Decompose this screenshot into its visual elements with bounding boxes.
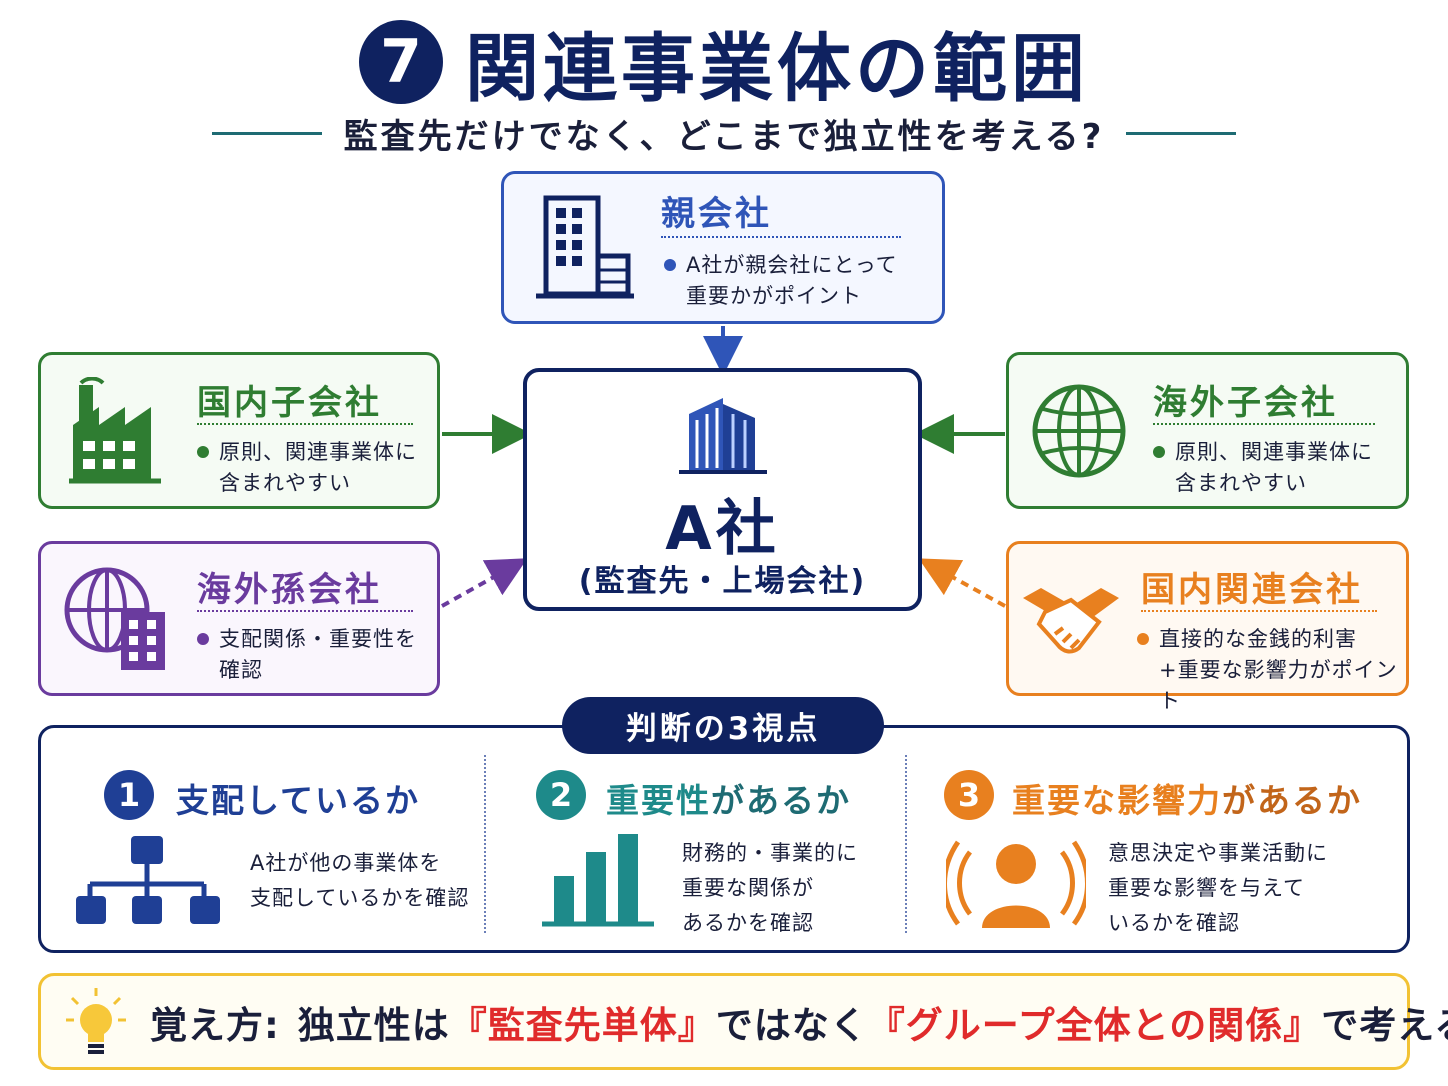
perspective-3-heading: 重要な影響力があるか — [1012, 781, 1362, 820]
subtitle-row: 監査先だけでなく、どこまで独立性を考える? — [0, 110, 1448, 157]
handshake-icon — [1023, 588, 1119, 654]
parent-company-box: 親会社 A社が親会社にとって 重要かがポイント — [501, 171, 945, 324]
perspective-3-description: 意思決定や事業活動に 重要な影響を与えて いるかを確認 — [1108, 841, 1328, 935]
office-building-icon — [536, 195, 634, 299]
perspective-1-description: A社が他の事業体を 支配しているかを確認 — [250, 851, 470, 910]
bullet-dot — [664, 259, 676, 271]
company-a-name: A社 — [665, 494, 780, 564]
perspective-2-number: 2 — [536, 770, 586, 820]
bullet-dot — [197, 446, 209, 458]
company-a-box: A社 (監査先・上場会社) — [523, 368, 922, 611]
domestic-subsidiary-divider — [197, 423, 413, 425]
arrow-domestic-assoc-to-center — [918, 558, 1006, 608]
overseas-grandchild-box: 海外孫会社 支配関係・重要性を 確認 — [38, 541, 440, 696]
overseas-subsidiary-box: 海外子会社 原則、関連事業体に 含まれやすい — [1006, 352, 1409, 509]
person-influence-icon — [946, 840, 1086, 928]
factory-icon — [69, 377, 161, 484]
perspective-1-heading: 支配しているか — [176, 781, 421, 820]
overseas-subsidiary-divider — [1153, 423, 1375, 425]
bullet-dot — [197, 633, 209, 645]
memory-tip-box — [38, 973, 1410, 1070]
domestic-subsidiary-description: 原則、関連事業体に 含まれやすい — [197, 437, 417, 499]
domestic-associate-description: 直接的な金銭的利害 +重要な影響力がポイント — [1137, 624, 1406, 717]
page-title: 7 関連事業体の範囲 — [0, 14, 1448, 112]
subtitle-right-line — [1126, 131, 1237, 135]
perspective-divider — [905, 755, 907, 933]
subtitle-left-line — [211, 131, 322, 135]
lightbulb-icon — [66, 988, 126, 1054]
bullet-dot — [1153, 446, 1165, 458]
bar-chart-icon — [542, 834, 654, 927]
title-number-badge: 7 — [359, 20, 443, 104]
title-text: 関連事業体の範囲 — [465, 25, 1089, 112]
domestic-associate-box: 国内関連会社 直接的な金銭的利害 +重要な影響力がポイント — [1006, 541, 1409, 713]
perspective-2-heading: 重要性があるか — [606, 781, 851, 820]
company-a-subtitle: (監査先・上場会社) — [578, 564, 867, 599]
parent-divider — [661, 236, 901, 238]
bullet-dot — [1137, 633, 1149, 645]
overseas-grandchild-name: 海外孫会社 — [197, 570, 382, 610]
domestic-subsidiary-name: 国内子会社 — [197, 383, 382, 423]
perspective-divider — [484, 755, 486, 933]
memory-tip-text: 覚え方: 独立性は 『監査先単体』 ではなく 『グループ全体との関係』 で考える — [150, 1004, 1448, 1047]
globe-building-icon — [64, 567, 165, 670]
perspective-3-number: 3 — [944, 770, 994, 820]
arrow-overseas-grand-to-center — [441, 558, 528, 608]
domestic-associate-divider — [1141, 610, 1377, 612]
three-perspectives-box — [38, 725, 1410, 953]
parent-description: A社が親会社にとって 重要かがポイント — [664, 250, 898, 312]
parent-company-name: 親会社 — [661, 194, 772, 234]
three-perspectives-title: 判断の3視点 — [562, 697, 884, 754]
company-building-icon — [679, 398, 767, 474]
perspective-1-number: 1 — [104, 770, 154, 820]
globe-icon — [1032, 384, 1126, 478]
subtitle: 監査先だけでなく、どこまで独立性を考える? — [343, 116, 1105, 157]
domestic-associate-name: 国内関連会社 — [1141, 570, 1363, 610]
perspective-2-description: 財務的・事業的に 重要な関係が あるかを確認 — [682, 841, 858, 935]
overseas-subsidiary-description: 原則、関連事業体に 含まれやすい — [1153, 437, 1373, 499]
overseas-subsidiary-name: 海外子会社 — [1153, 383, 1338, 423]
overseas-grandchild-description: 支配関係・重要性を 確認 — [197, 624, 417, 686]
domestic-subsidiary-box: 国内子会社 原則、関連事業体に 含まれやすい — [38, 352, 440, 509]
overseas-grandchild-divider — [197, 610, 413, 612]
org-chart-icon — [76, 836, 220, 924]
